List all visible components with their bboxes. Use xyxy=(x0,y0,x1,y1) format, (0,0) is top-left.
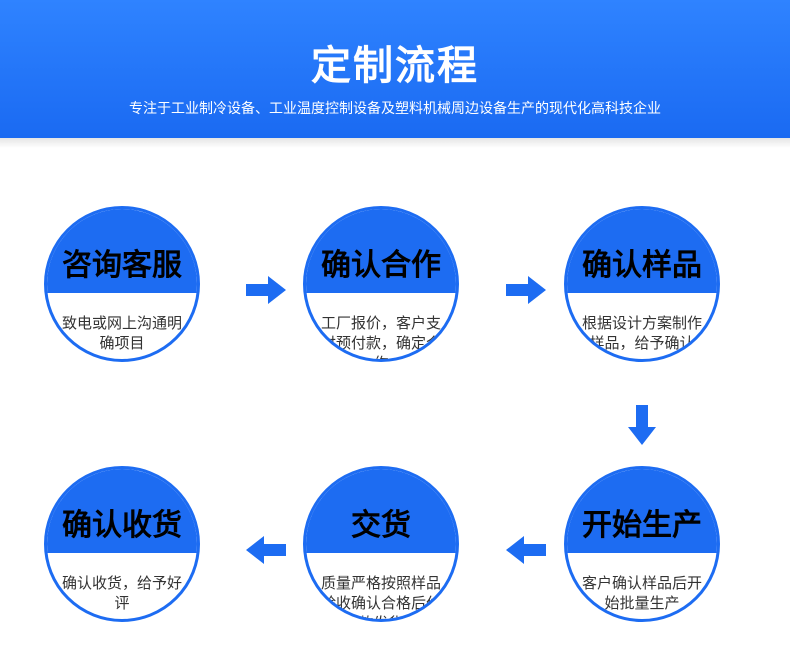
arrow-right-icon xyxy=(506,276,546,304)
step-desc: 质量严格按照样品验收确认合格后付款发货 xyxy=(320,574,441,619)
step-delivery: 交货 质量严格按照样品验收确认合格后付款发货 xyxy=(303,466,459,622)
step-desc: 工厂报价，客户支付预付款，确定合作 xyxy=(320,314,441,359)
step-desc: 确认收货，给予好评 xyxy=(61,574,182,612)
arrow-left-icon xyxy=(506,536,546,564)
step-cap xyxy=(567,209,717,293)
step-title: 开始生产 xyxy=(582,508,702,543)
step-cap xyxy=(47,469,197,553)
step-title: 交货 xyxy=(351,508,411,543)
step-confirm-sample: 确认样品 根据设计方案制作样品，给予确认 xyxy=(564,206,720,362)
step-confirm-receipt: 确认收货 确认收货，给予好评 xyxy=(44,466,200,622)
page-subtitle: 专注于工业制冷设备、工业温度控制设备及塑料机械周边设备生产的现代化高科技企业 xyxy=(129,101,661,117)
step-cap xyxy=(47,209,197,293)
step-desc: 致电或网上沟通明确项目 xyxy=(61,314,182,352)
arrow-right-icon xyxy=(246,276,286,304)
page-title: 定制流程 xyxy=(311,43,479,89)
step-start-production: 开始生产 客户确认样品后开始批量生产 xyxy=(564,466,720,622)
step-consult-service: 咨询客服 致电或网上沟通明确项目 xyxy=(44,206,200,362)
step-title: 确认样品 xyxy=(582,248,702,283)
step-cap xyxy=(306,469,456,553)
step-desc: 根据设计方案制作样品，给予确认 xyxy=(581,314,702,352)
step-desc: 客户确认样品后开始批量生产 xyxy=(581,574,702,612)
header-banner: 定制流程 专注于工业制冷设备、工业温度控制设备及塑料机械周边设备生产的现代化高科… xyxy=(0,0,790,138)
step-confirm-cooperation: 确认合作 工厂报价，客户支付预付款，确定合作 xyxy=(303,206,459,362)
step-cap xyxy=(306,209,456,293)
step-cap xyxy=(567,469,717,553)
arrow-down-icon xyxy=(628,405,656,445)
step-title: 咨询客服 xyxy=(62,248,182,283)
step-title: 确认合作 xyxy=(321,248,441,283)
banner-shadow xyxy=(0,138,790,148)
arrow-left-icon xyxy=(246,536,286,564)
step-title: 确认收货 xyxy=(62,508,182,543)
